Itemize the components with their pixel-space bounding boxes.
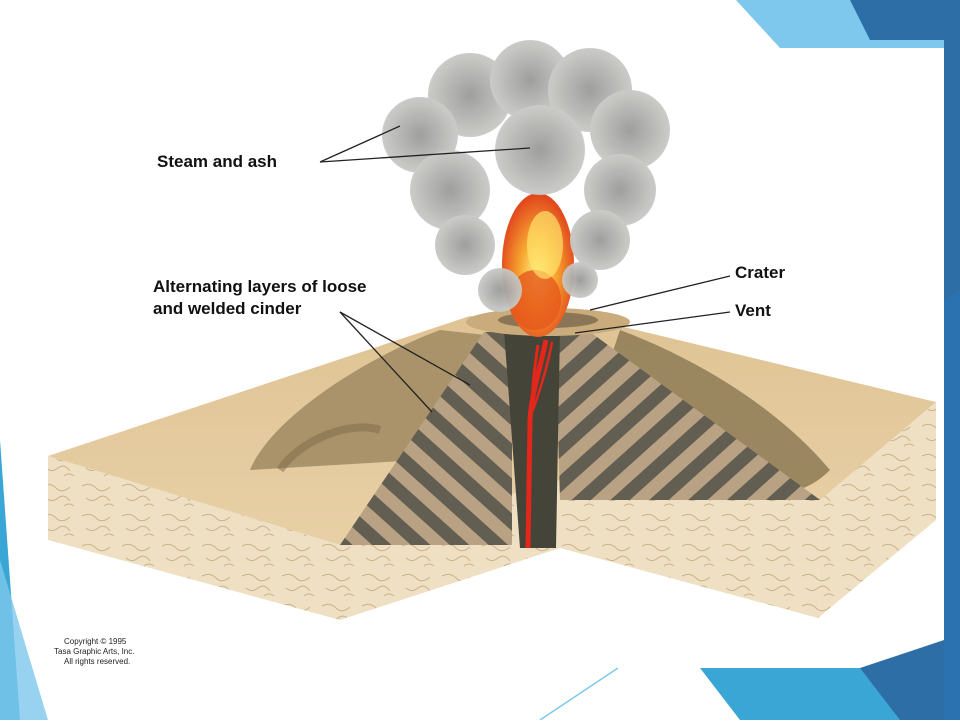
copyright-line1: Copyright © 1995 bbox=[64, 637, 127, 646]
leader-lines bbox=[319, 125, 731, 413]
label-vent: Vent bbox=[735, 301, 771, 320]
copyright-line3: All rights reserved. bbox=[64, 657, 131, 666]
steam-ash-cloud bbox=[382, 40, 670, 312]
eruption-fire bbox=[502, 193, 574, 337]
cone-cross-section bbox=[340, 330, 820, 549]
label-crater: Crater bbox=[735, 263, 786, 282]
label-layers-line2: and welded cinder bbox=[153, 299, 302, 318]
label-steam-and-ash: Steam and ash bbox=[157, 152, 277, 171]
label-layers-line1: Alternating layers of loose bbox=[153, 277, 367, 296]
copyright-line2: Tasa Graphic Arts, Inc. bbox=[54, 647, 135, 656]
